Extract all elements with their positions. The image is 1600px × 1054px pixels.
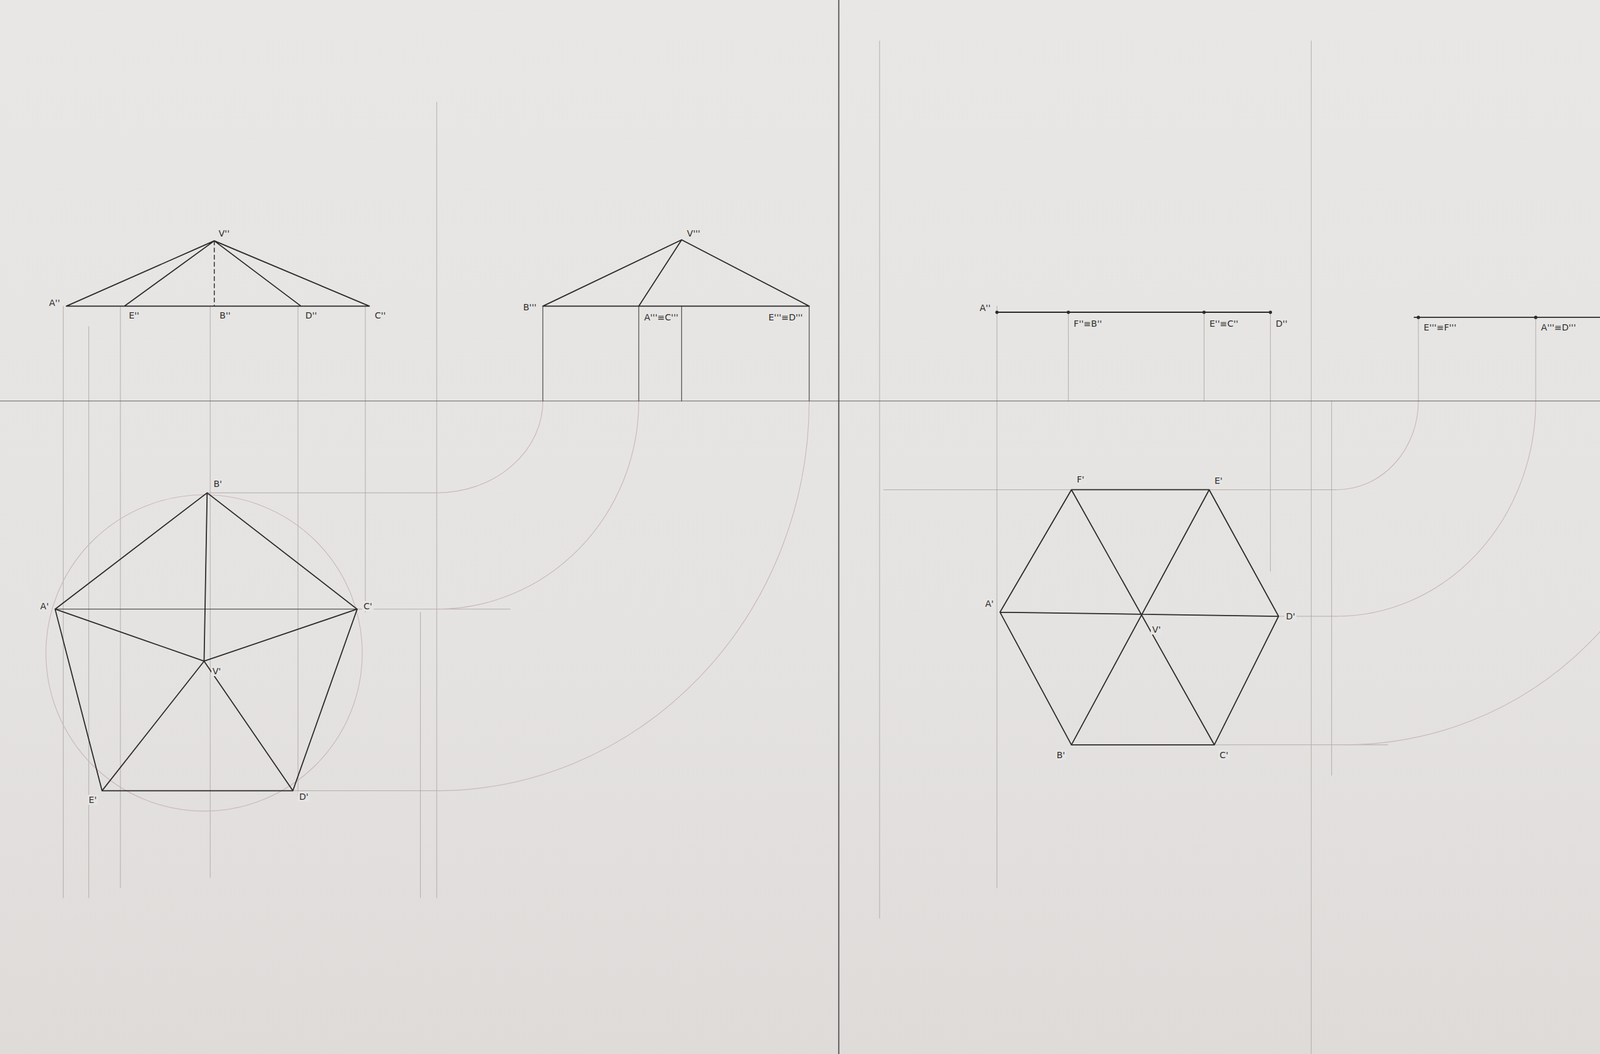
point-label: A' [983,598,995,609]
side-view [542,239,809,306]
point-label: V'' [217,228,231,239]
point-label: A'' [47,297,62,308]
point-label: F''≡B'' [1072,318,1104,329]
point-label: D' [297,791,310,802]
point-label: B' [211,478,223,489]
point-label: A'' [978,302,992,313]
point-mark [995,310,999,314]
point-mark [1268,310,1272,314]
point-label: A' [39,601,50,612]
transfer-arc [436,401,1600,792]
point-mark [1534,316,1538,320]
point-label: A'''≡C''' [642,312,680,323]
front-view [66,241,370,307]
hidden-edge [213,241,215,307]
point-label: E' [1213,475,1224,486]
sheet-divider [838,0,840,1054]
construction-line [63,41,1536,1054]
point-label: C'' [373,310,387,321]
side-view [1414,316,1600,318]
point-label: A'''≡D''' [1540,322,1578,333]
point-label: D'' [304,310,318,321]
point-label: E'''≡F''' [1422,322,1459,333]
projection-line [54,305,809,609]
point-label: B' [1055,750,1067,761]
point-label: E'' [127,310,141,321]
point-label: V' [211,666,223,677]
point-label: V''' [685,228,702,239]
point-label: E'''≡D''' [767,312,804,323]
top-view [54,492,358,791]
point-label: B'' [218,310,232,321]
point-label: D' [1284,611,1297,622]
top-view [1000,489,1279,745]
point-mark [1417,316,1421,320]
point-label: D'' [1274,318,1289,329]
point-label: F' [1075,474,1086,485]
point-label: B''' [521,302,538,313]
point-mark [1202,310,1206,314]
ground-line [0,400,1600,402]
point-label: E''≡C'' [1208,318,1240,329]
front-view [996,311,1271,313]
point-label: V' [1150,624,1162,635]
point-mark [1066,310,1071,314]
point-label: C' [362,601,374,612]
point-label: C' [1218,750,1230,761]
point-label: E' [87,794,99,806]
